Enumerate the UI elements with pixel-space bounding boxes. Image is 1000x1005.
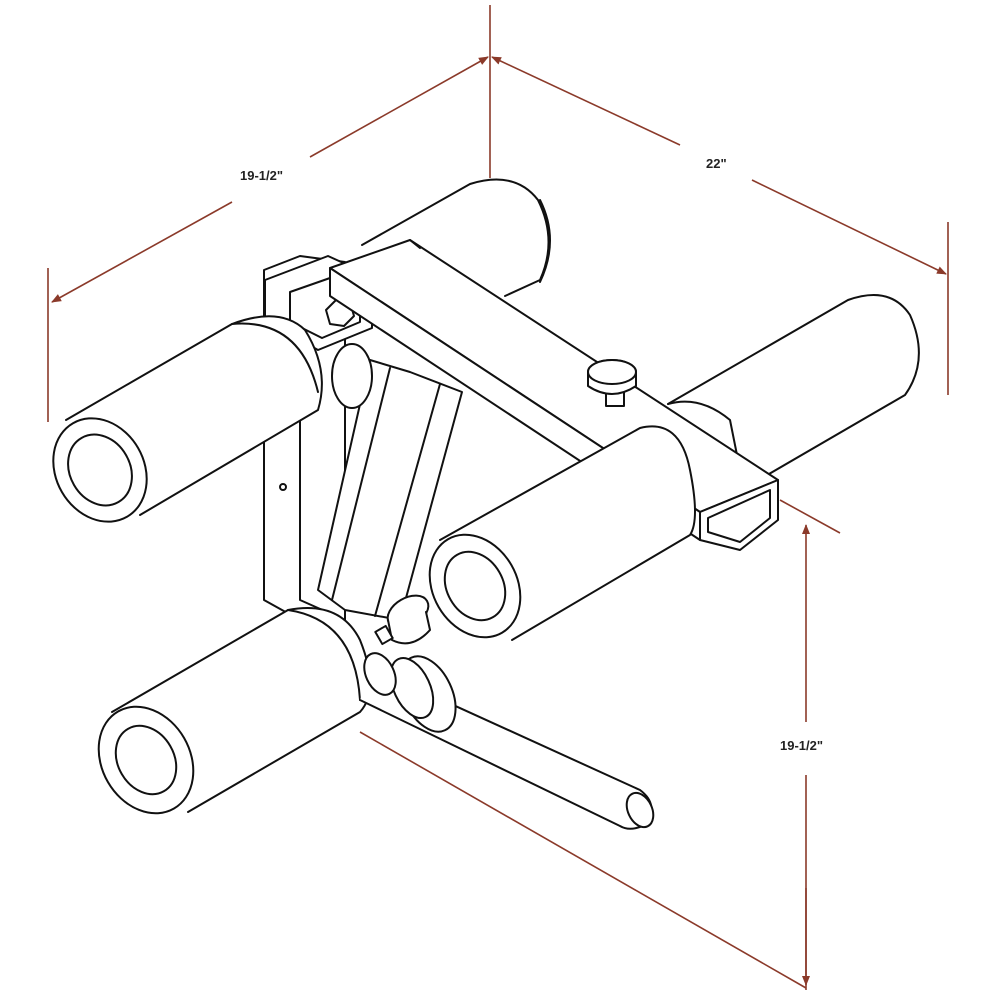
roller-back-top bbox=[361, 178, 551, 297]
depth-dimension-line-b bbox=[751, 179, 947, 275]
roller-front-bottom bbox=[97, 607, 371, 815]
pivot-disc bbox=[331, 343, 373, 409]
roller-front-middle bbox=[428, 425, 696, 641]
depth-dimension-label: 22" bbox=[706, 156, 727, 171]
height-dimension-label: 19-1/2" bbox=[780, 738, 824, 753]
depth-dimension-line-a bbox=[491, 56, 681, 146]
width-dimension-line-a bbox=[51, 201, 233, 303]
dimension-lines bbox=[47, 5, 949, 990]
width-dimension-label: 19-1/2" bbox=[240, 168, 284, 183]
base-line bbox=[359, 731, 807, 989]
weight-horn bbox=[359, 652, 655, 830]
leg-attachment bbox=[52, 178, 920, 830]
lower-knob bbox=[374, 594, 431, 646]
roller-front-left bbox=[52, 315, 323, 523]
tube-knob bbox=[587, 359, 637, 407]
bolt-hole bbox=[279, 483, 287, 491]
width-dimension-line-b bbox=[309, 56, 489, 158]
extension-line-front bbox=[779, 499, 841, 534]
diagonal-strut bbox=[317, 359, 463, 621]
roller-back-right bbox=[667, 294, 920, 493]
